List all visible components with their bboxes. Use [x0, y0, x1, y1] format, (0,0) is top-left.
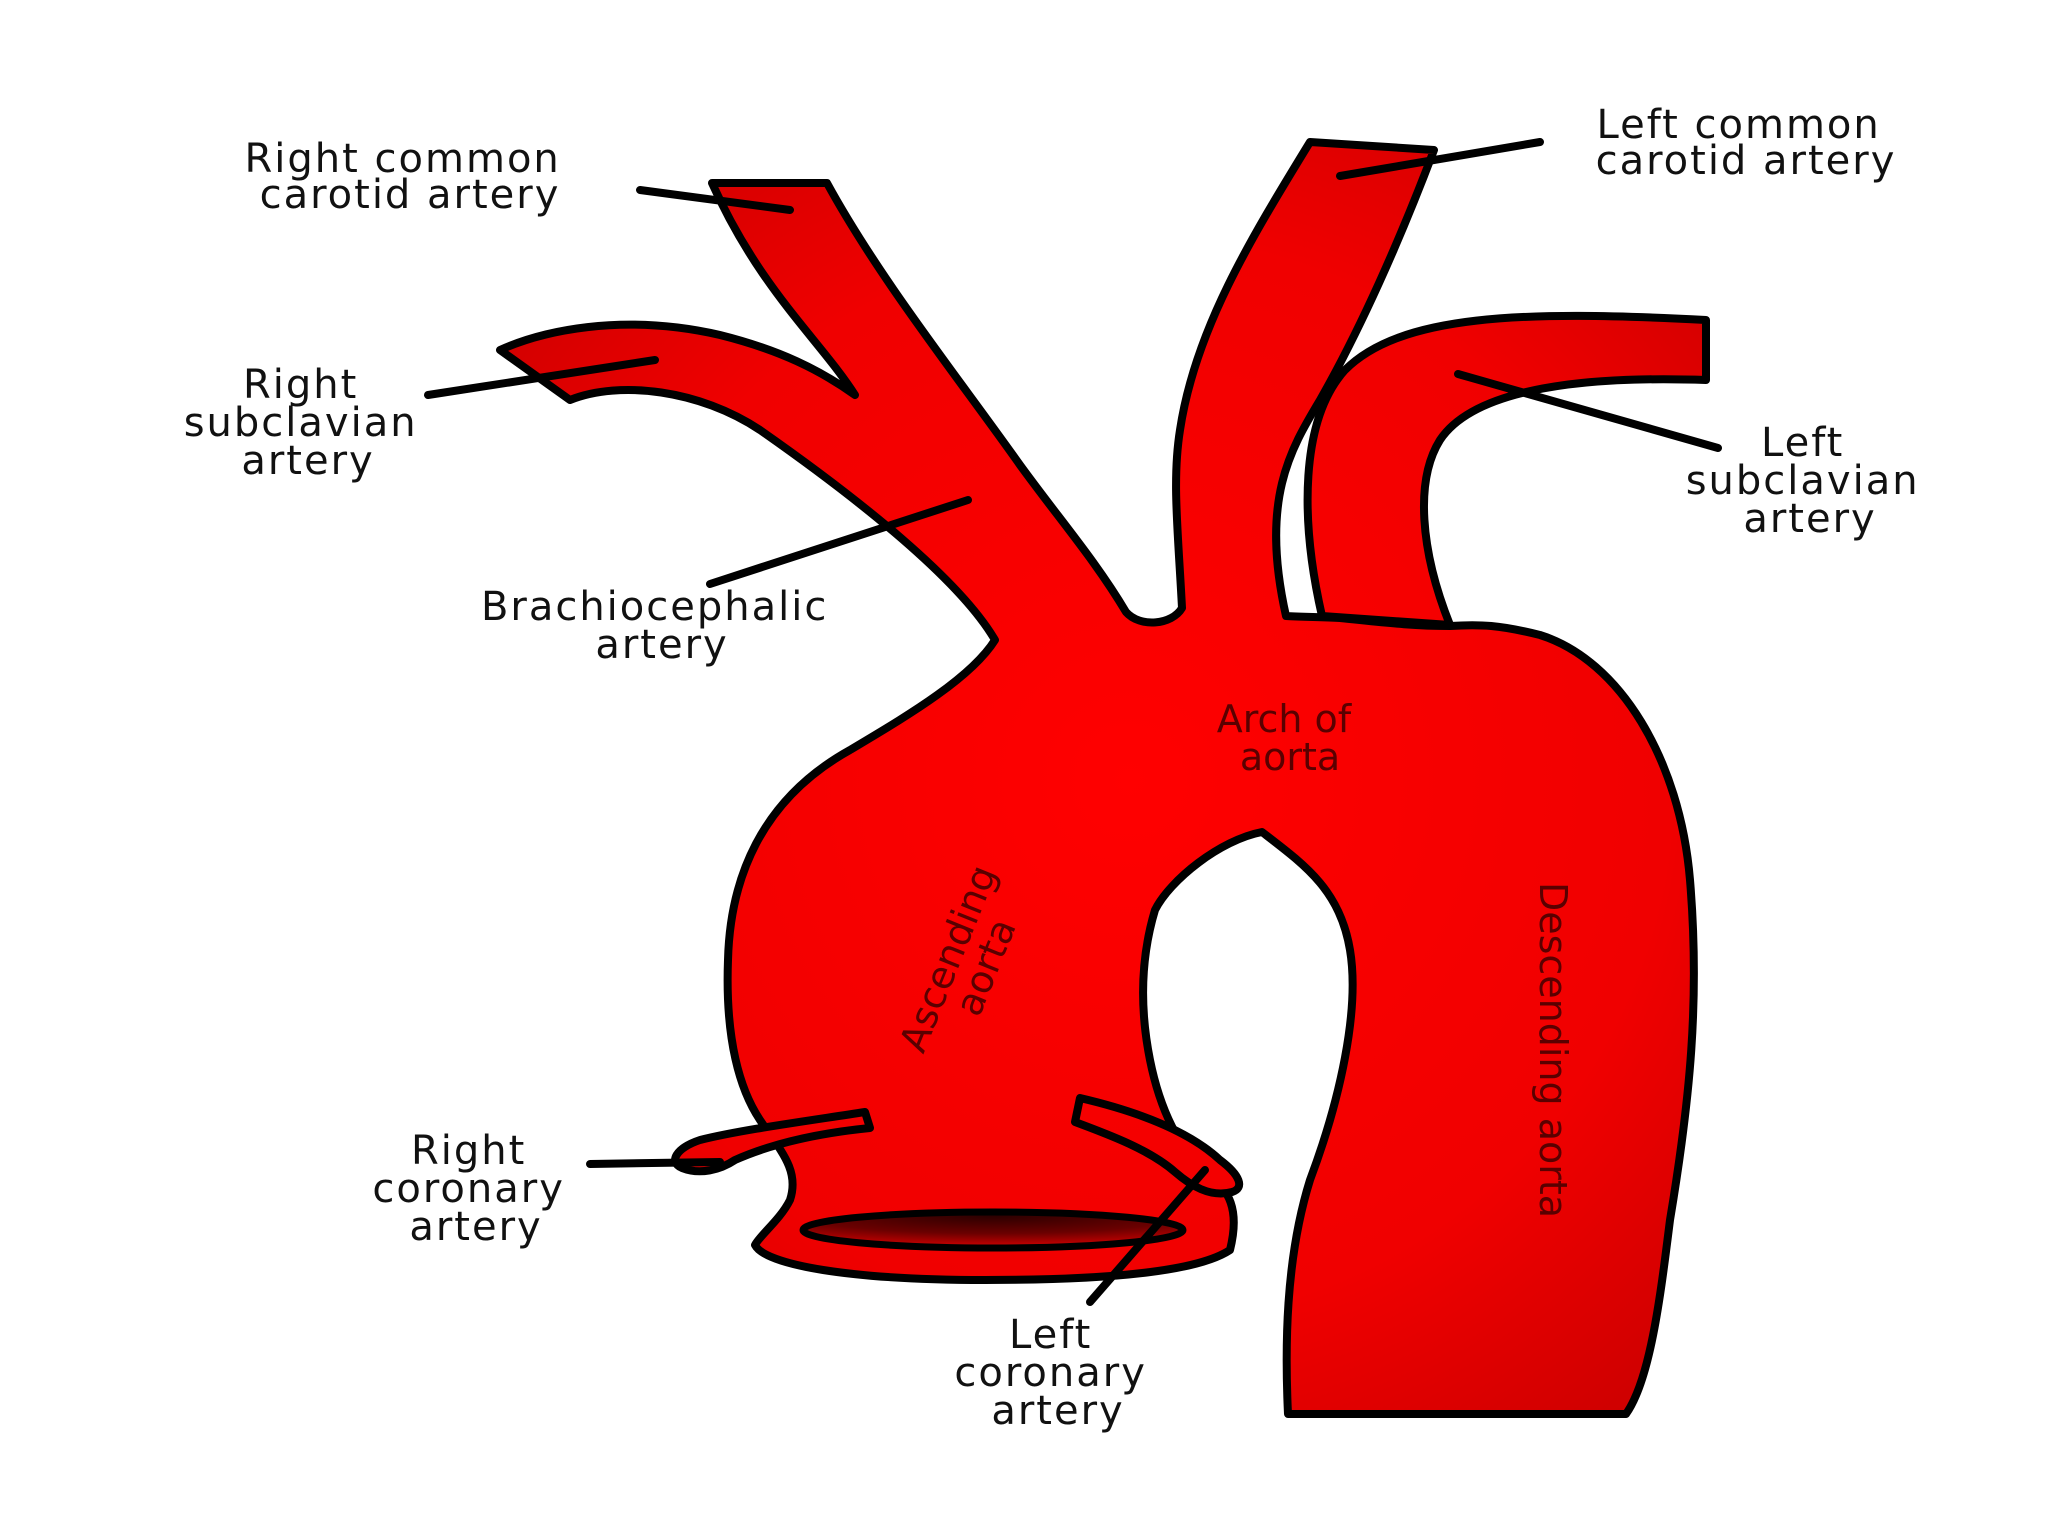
- leader-right-common-carotid: [636, 186, 794, 214]
- aortic-opening: [799, 1208, 1187, 1252]
- label-left-coronary: Left coronary artery: [954, 1312, 1161, 1434]
- label-right-coronary: Right coronary artery: [372, 1128, 579, 1250]
- leader-left-common-carotid: [1336, 138, 1544, 180]
- leader-brachiocephalic: [706, 496, 972, 588]
- label-right-subclavian: Right subclavian artery: [184, 362, 433, 484]
- left-subclavian-artery-shape: [1303, 311, 1710, 629]
- label-brachiocephalic: Brachiocephalic artery: [481, 584, 843, 668]
- aorta-body-shape: [496, 138, 1698, 1418]
- leader-right-subclavian: [424, 356, 659, 399]
- leader-left-coronary: [1086, 1166, 1209, 1306]
- label-arch-of-aorta: Arch of aorta: [1217, 697, 1364, 779]
- right-coronary-artery-shape: [671, 1108, 874, 1176]
- left-coronary-artery-shape: [1071, 1094, 1244, 1198]
- label-right-common-carotid: Right common carotid artery: [245, 136, 576, 218]
- label-descending-aorta: Descending aorta: [1531, 882, 1575, 1218]
- label-left-common-carotid: Left common carotid artery: [1596, 102, 1897, 184]
- label-left-subclavian: Left subclavian artery: [1686, 420, 1935, 542]
- leader-right-coronary: [586, 1158, 724, 1168]
- leader-left-subclavian: [1454, 370, 1722, 452]
